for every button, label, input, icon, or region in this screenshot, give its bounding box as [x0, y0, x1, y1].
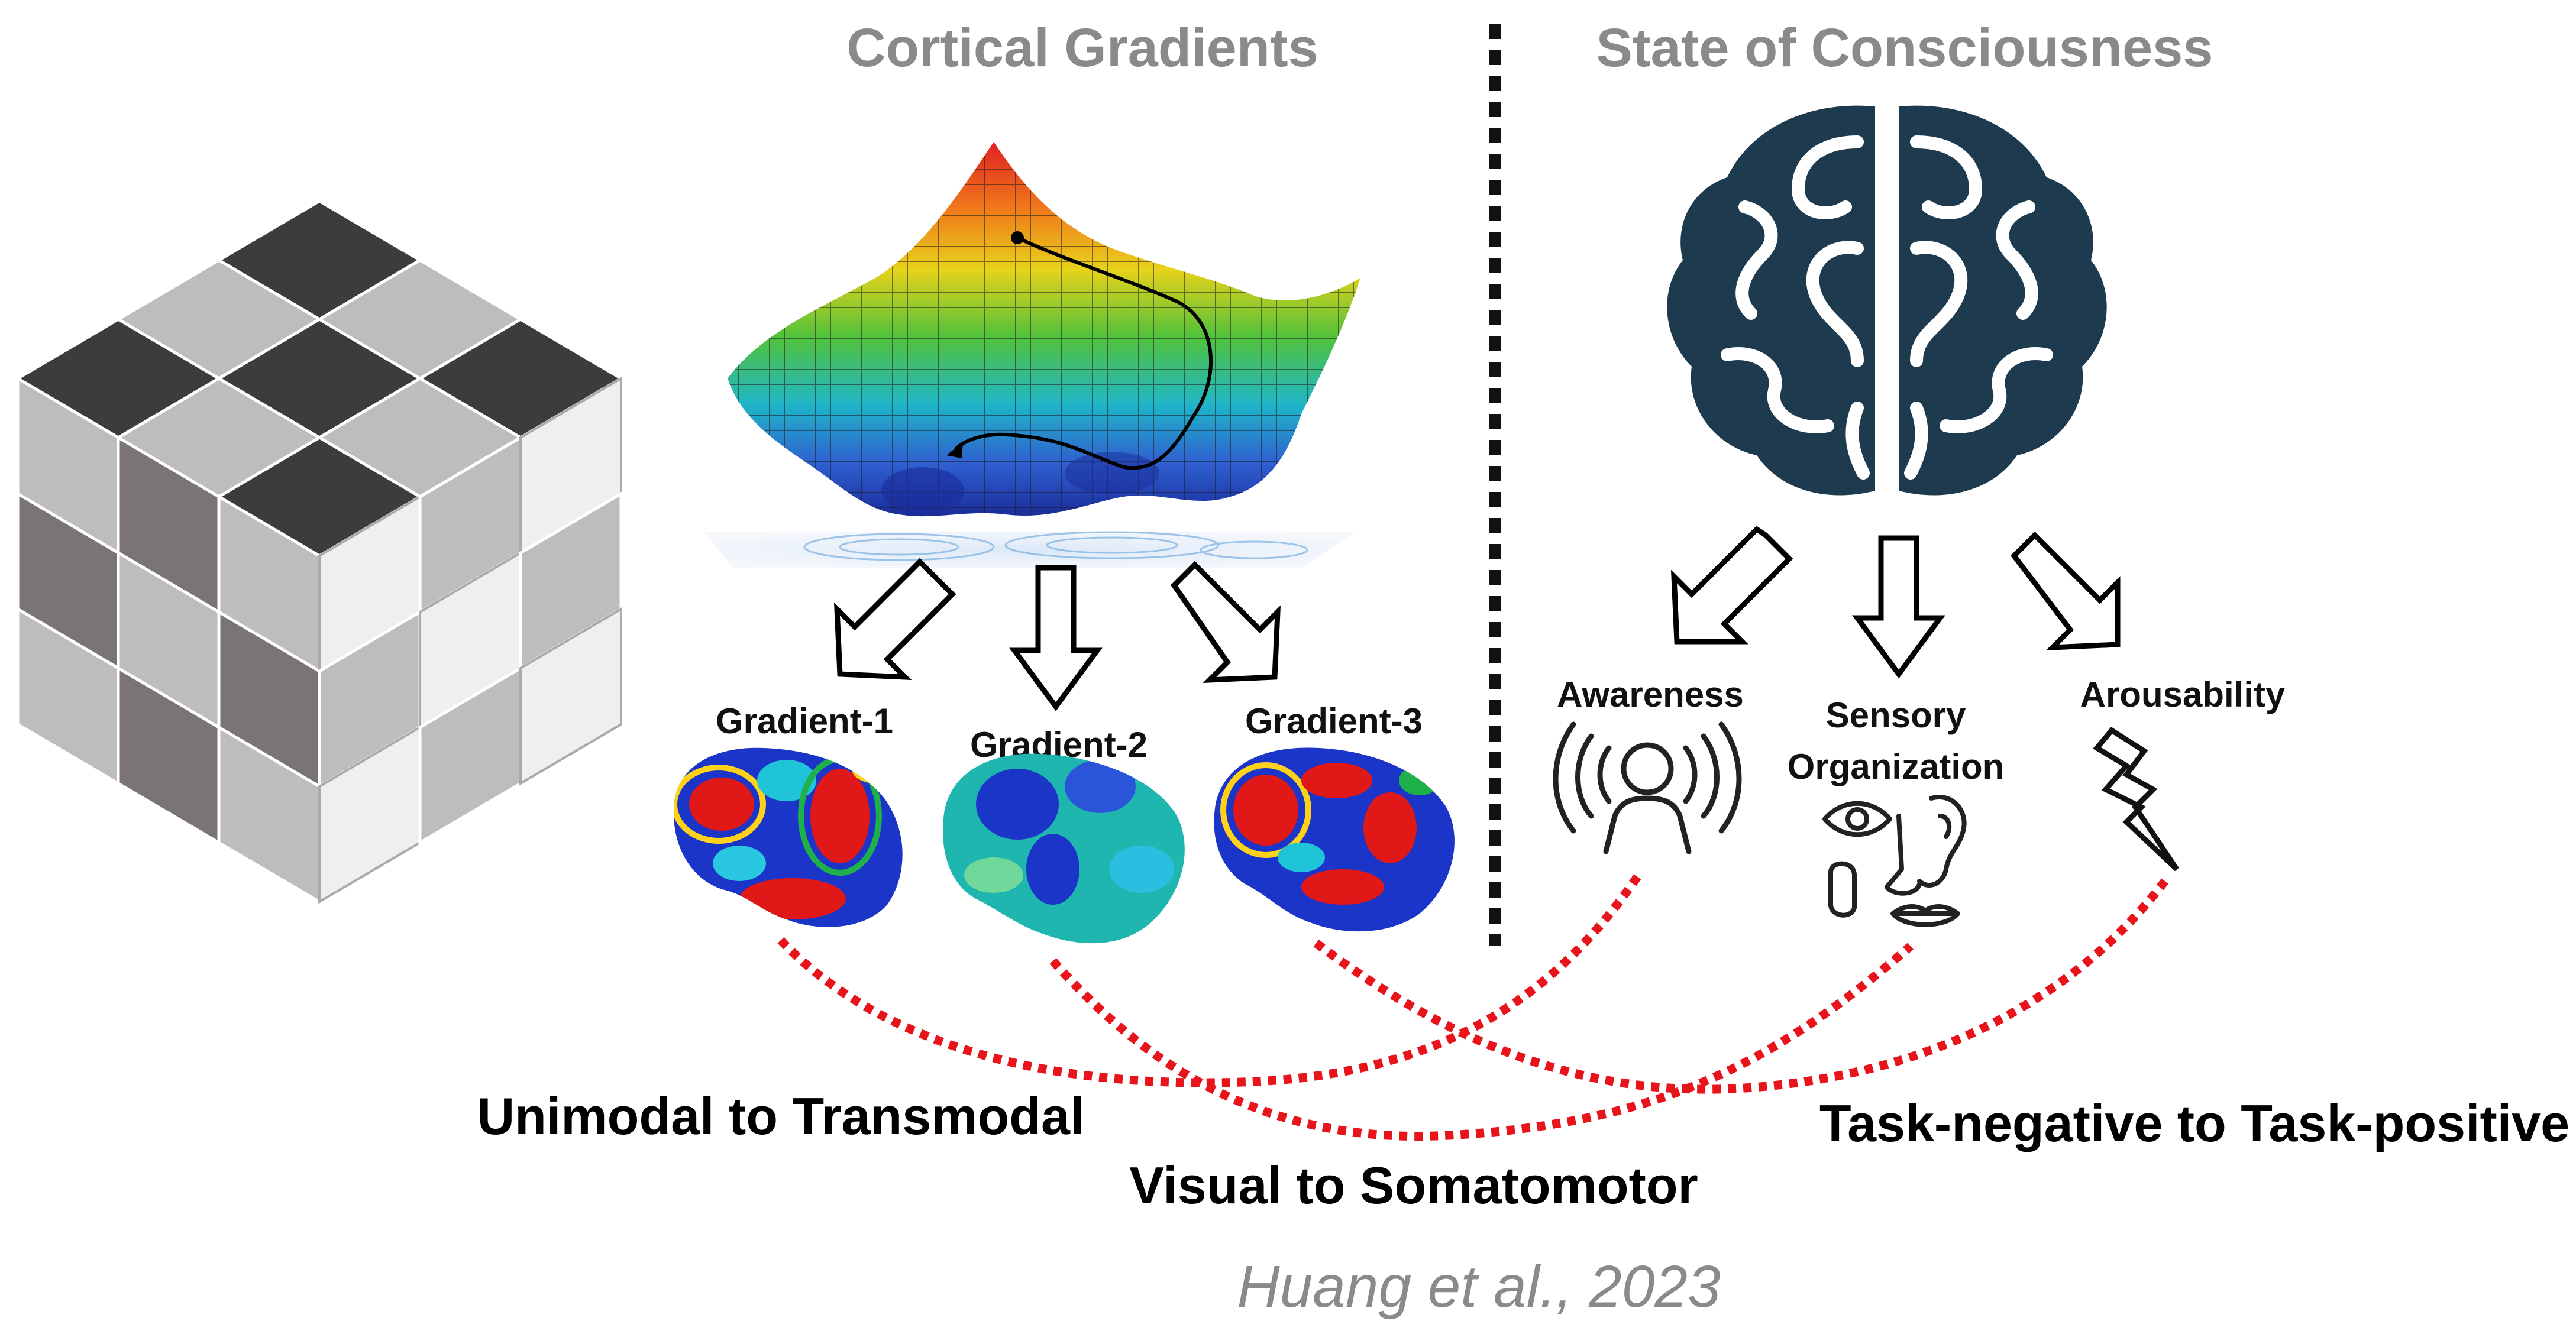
gradient-3-label: Gradient-3	[1245, 701, 1423, 741]
cube-body	[15, 199, 624, 905]
arrow-down-icon	[833, 558, 956, 681]
connector-gradient2-sensory	[1049, 943, 1914, 1141]
arrow-down-icon	[2011, 531, 2121, 651]
connector-lines	[777, 872, 2168, 1141]
gradient2-axis-label: Visual to Somatomotor	[1129, 1156, 1698, 1215]
arrow-down-icon	[1852, 535, 1945, 679]
state-of-consciousness-heading: State of Consciousness	[1596, 18, 2213, 78]
gradient1-axis-label: Unimodal to Transmodal	[477, 1087, 1085, 1145]
arousability-label: Arousability	[2080, 675, 2286, 714]
sensory-label-line2: Organization	[1788, 747, 2005, 786]
arrow-down-icon	[1009, 565, 1103, 711]
awareness-label: Awareness	[1557, 675, 1744, 714]
connector-gradient1-awareness	[777, 872, 1643, 1087]
arrow-down-icon	[1171, 561, 1281, 684]
person-broadcast-icon	[1553, 721, 1742, 854]
gradient3-axis-label: Task-negative to Task-positive	[1819, 1094, 2569, 1152]
cortex-map-icon	[673, 747, 1455, 944]
arrow-down-icon	[1670, 526, 1793, 645]
cortical-gradients-heading: Cortical Gradients	[846, 18, 1318, 78]
gradient-1-label: Gradient-1	[716, 701, 893, 741]
connector-gradient3-arousability	[1313, 878, 2168, 1094]
senses-icon	[1822, 795, 1967, 927]
citation: Huang et al., 2023	[1237, 1254, 1720, 1320]
energy-landscape-icon	[704, 142, 1360, 568]
brain-icon	[1667, 105, 2107, 496]
sensory-label-line1: Sensory	[1826, 695, 1966, 735]
lightning-icon	[2093, 727, 2179, 872]
